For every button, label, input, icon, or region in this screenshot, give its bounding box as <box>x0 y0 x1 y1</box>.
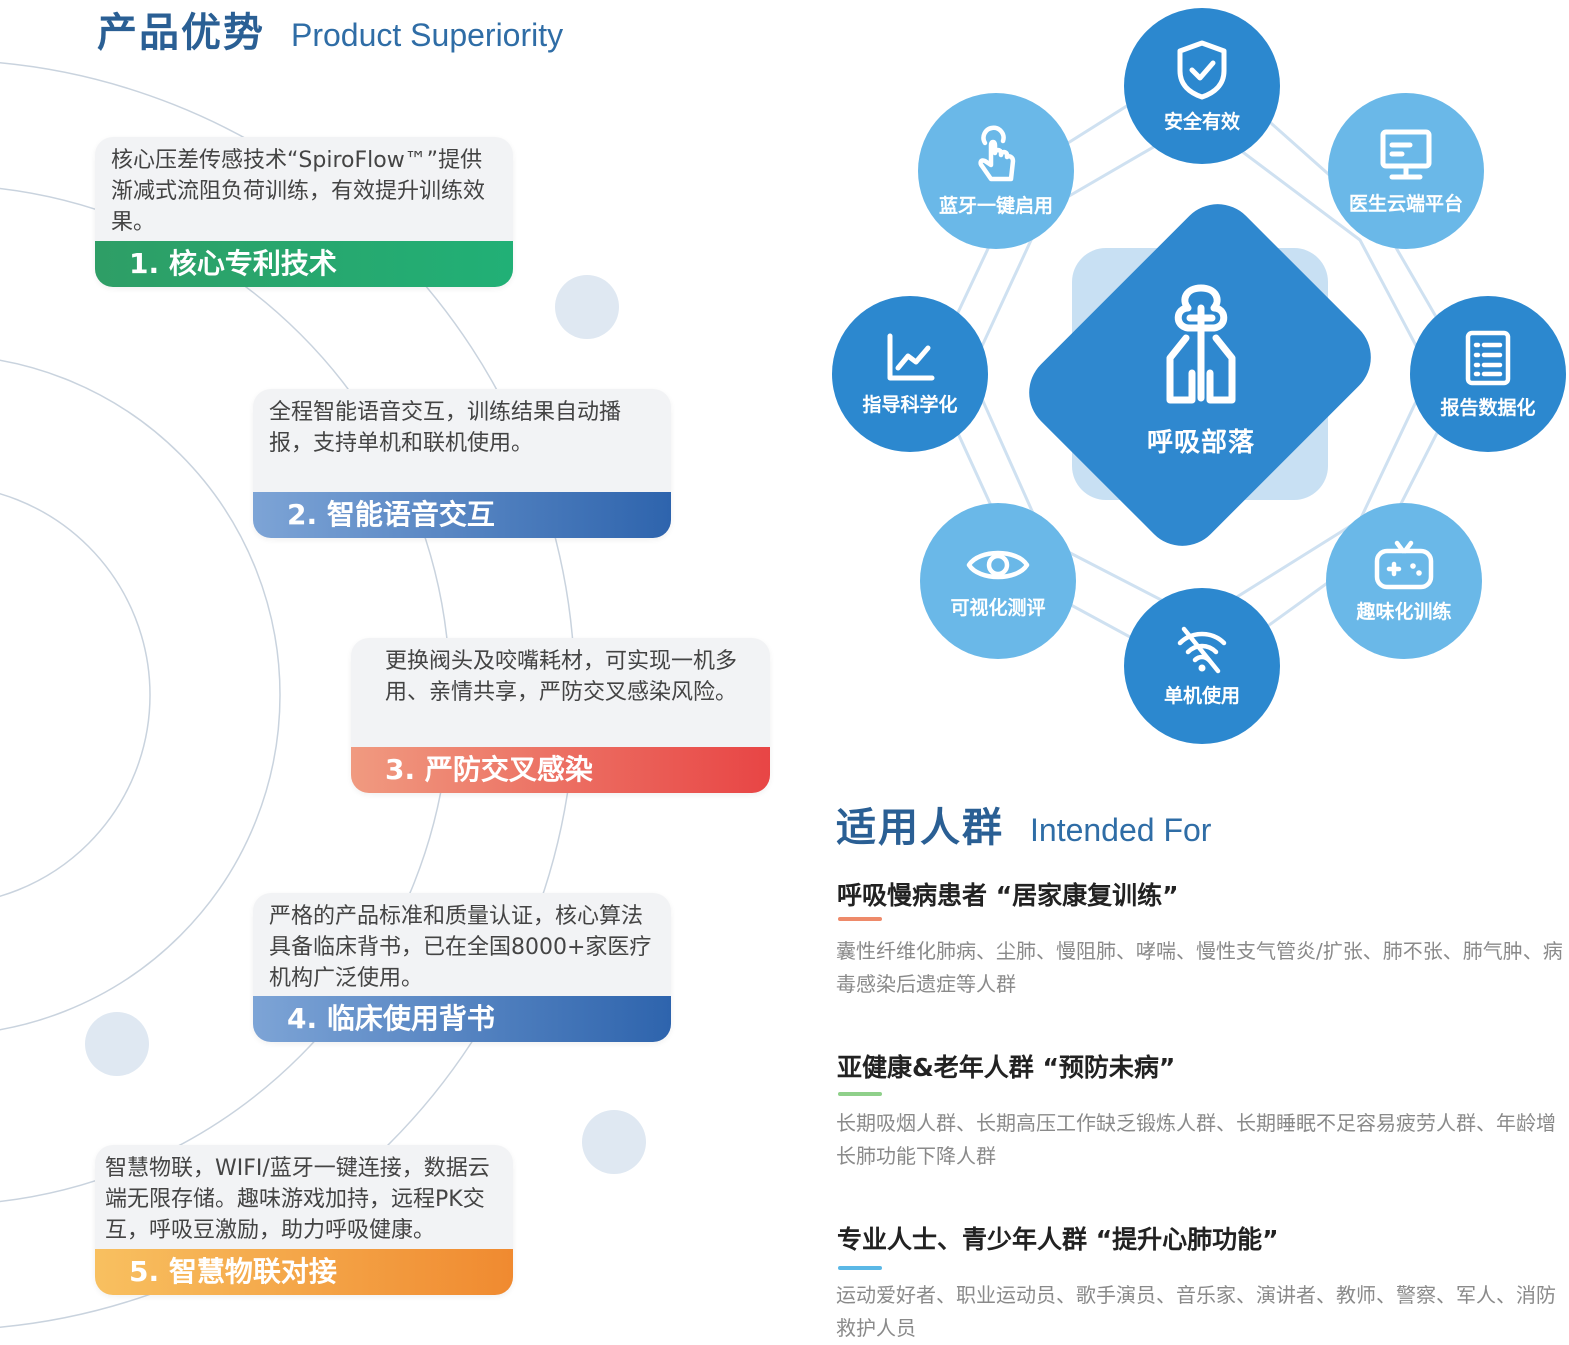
center-logo: 呼吸部落 <box>1120 278 1282 459</box>
node-doctor-cloud: 医生云端平台 <box>1328 93 1484 249</box>
accent-line <box>838 917 882 921</box>
node-label: 趣味化训练 <box>1356 600 1452 623</box>
report-list-icon <box>1465 330 1511 385</box>
node-guidance: 指导科学化 <box>832 296 988 452</box>
audience-group-desc: 囊性纤维化肺病、尘肺、慢阻肺、哮喘、慢性支气管炎/扩张、肺不张、肺气肿、病毒感染… <box>836 939 1563 996</box>
feature-label: 3. 严防交叉感染 <box>351 747 770 793</box>
gamepad-icon <box>1374 540 1434 589</box>
decor-dot <box>85 1012 149 1076</box>
decor-dot <box>582 1110 646 1174</box>
audience-group-desc: 长期吸烟人群、长期高压工作缺乏锻炼人群、长期睡眠不足容易疲劳人群、年龄增长肺功能… <box>836 1111 1556 1168</box>
node-label: 安全有效 <box>1163 110 1240 133</box>
eye-icon <box>966 550 1030 579</box>
feature-desc: 更换阀头及咬嘴耗材，可实现一机多用、亲情共享，严防交叉感染风险。 <box>385 649 738 705</box>
feature-card-5: 智慧物联，WIFI/蓝牙一键连接，数据云端无限存储。趣味游戏加持，远程PK交互，… <box>95 1145 513 1295</box>
feature-desc: 核心压差传感技术“SpiroFlow™”提供渐减式流阻负荷训练，有效提升训练效果… <box>111 148 486 235</box>
audience-group-desc: 运动爱好者、职业运动员、歌手演员、音乐家、演讲者、教师、警察、军人、消防救护人员 <box>836 1283 1556 1340</box>
feature-label: 5. 智慧物联对接 <box>95 1249 513 1295</box>
node-standalone: 单机使用 <box>1124 588 1280 744</box>
feature-card-2: 全程智能语音交互，训练结果自动播报，支持单机和联机使用。 2. 智能语音交互 <box>253 389 671 538</box>
shield-check-icon <box>1177 40 1227 99</box>
node-label: 报告数据化 <box>1440 396 1536 419</box>
accent-line <box>838 1092 882 1096</box>
node-label: 单机使用 <box>1163 684 1240 707</box>
brand-name: 呼吸部落 <box>1146 428 1255 458</box>
heading-en: Intended For <box>1030 812 1212 848</box>
node-report: 报告数据化 <box>1410 296 1566 452</box>
feature-desc: 智慧物联，WIFI/蓝牙一键连接，数据云端无限存储。趣味游戏加持，远程PK交互，… <box>105 1156 490 1243</box>
lung-tree-icon <box>1166 284 1236 404</box>
heading-cn: 产品优势 <box>97 10 265 56</box>
decor-dot <box>555 275 619 339</box>
feature-label: 2. 智能语音交互 <box>253 492 671 538</box>
feature-card-1: 核心压差传感技术“SpiroFlow™”提供渐减式流阻负荷训练，有效提升训练效果… <box>95 137 513 287</box>
audience-group-title: 呼吸慢病患者 “居家康复训练” <box>837 881 1179 910</box>
node-safe-effective: 安全有效 <box>1124 8 1280 164</box>
feature-label: 4. 临床使用背书 <box>253 996 671 1042</box>
intended-for-heading: 适用人群 Intended For <box>836 795 1211 853</box>
node-fun-training: 趣味化训练 <box>1326 503 1482 659</box>
wifi-off-icon <box>1177 626 1227 673</box>
heading-en: Product Superiority <box>291 17 564 53</box>
node-label: 蓝牙一键启用 <box>938 194 1053 217</box>
node-label: 指导科学化 <box>862 393 958 416</box>
node-visual-eval: 可视化测评 <box>920 503 1076 659</box>
audience-group-title: 亚健康&老年人群 “预防未病” <box>837 1053 1176 1082</box>
feature-card-3: 更换阀头及咬嘴耗材，可实现一机多用、亲情共享，严防交叉感染风险。 3. 严防交叉… <box>351 638 770 793</box>
feature-label: 1. 核心专利技术 <box>95 241 513 287</box>
line-chart-icon <box>887 333 935 380</box>
node-label: 可视化测评 <box>950 596 1046 619</box>
audience-group-title: 专业人士、青少年人群 “提升心肺功能” <box>837 1225 1279 1254</box>
node-bluetooth: 蓝牙一键启用 <box>918 93 1074 249</box>
heading-cn: 适用人群 <box>836 805 1004 851</box>
feature-desc: 全程智能语音交互，训练结果自动播报，支持单机和联机使用。 <box>269 400 622 456</box>
node-label: 医生云端平台 <box>1348 192 1463 215</box>
product-superiority-heading: 产品优势 Product Superiority <box>97 0 563 58</box>
feature-desc: 严格的产品标准和质量认证，核心算法具备临床背书，已在全国8000+家医疗机构广泛… <box>269 904 652 991</box>
touch-hand-icon <box>978 125 1016 181</box>
feature-card-4: 严格的产品标准和质量认证，核心算法具备临床背书，已在全国8000+家医疗机构广泛… <box>253 893 671 1042</box>
monitor-icon <box>1380 129 1432 179</box>
accent-line <box>838 1266 882 1270</box>
